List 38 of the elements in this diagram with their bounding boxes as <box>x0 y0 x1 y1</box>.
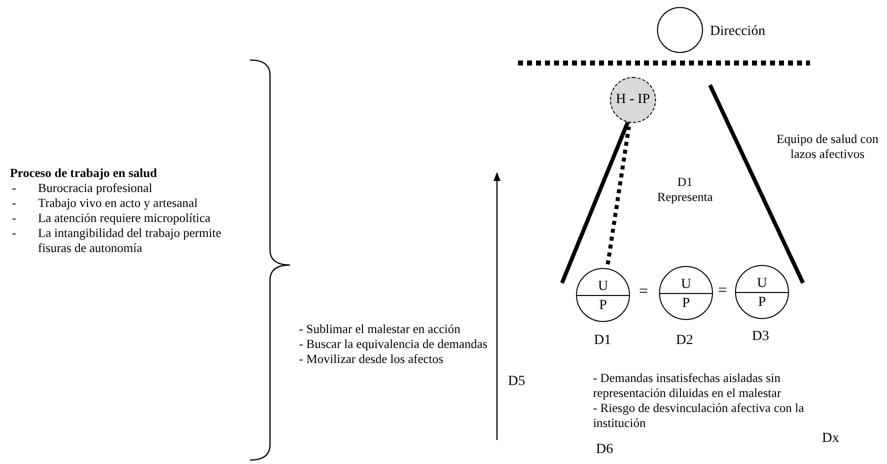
representation-label: D1 Representa <box>656 175 714 205</box>
list-item: Trabajo vivo en acto y artesanal <box>38 196 198 211</box>
list-item: - Movilizar desde los afectos <box>299 352 444 367</box>
equals-sign: = <box>718 283 728 298</box>
equals-sign: = <box>639 284 648 299</box>
node-caption: D2 <box>676 333 694 348</box>
node-text: P <box>681 296 691 312</box>
list-item: - Riesgo de desvinculación afectiva con la institución <box>593 401 806 431</box>
d-label: Dx <box>822 431 840 446</box>
bullet-dash: - <box>12 211 16 226</box>
team-label: Equipo de salud con lazos afectivos <box>776 132 880 162</box>
node-caption: D3 <box>752 329 770 344</box>
node-text: P <box>598 298 608 314</box>
node-text: P <box>757 295 767 311</box>
dotted-line <box>606 126 631 265</box>
bullet-dash: - <box>12 226 16 241</box>
list-item: - Sublimar el malestar en acción <box>299 322 460 337</box>
circle-node <box>610 77 656 123</box>
node-text: U <box>680 277 692 293</box>
d-label: D5 <box>508 374 526 389</box>
node-text: H - IP <box>614 92 652 108</box>
node-caption: D1 <box>594 333 612 348</box>
list-item: Burocracia profesional <box>38 181 152 196</box>
d-label: D6 <box>596 442 614 457</box>
bullet-dash: - <box>12 181 16 196</box>
list-item: La atención requiere micropolítica <box>38 211 210 226</box>
circle-node <box>576 268 630 322</box>
circle-node <box>657 7 703 53</box>
node-text: U <box>596 279 610 295</box>
heading: Proceso de trabajo en salud <box>10 166 157 181</box>
list-item: - Demandas insatisfechas aisladas sin representación diluidas en el malestar <box>593 371 782 401</box>
node-caption: Dirección <box>710 24 766 39</box>
node-text: U <box>756 276 768 292</box>
circle-node <box>735 265 789 319</box>
bullet-dash: - <box>12 196 16 211</box>
list-item: La intangibilidad del trabajo permite fisuras de autonomía <box>38 226 222 256</box>
circle-node <box>659 266 713 320</box>
list-item: - Buscar la equivalencia de demandas <box>299 337 488 352</box>
